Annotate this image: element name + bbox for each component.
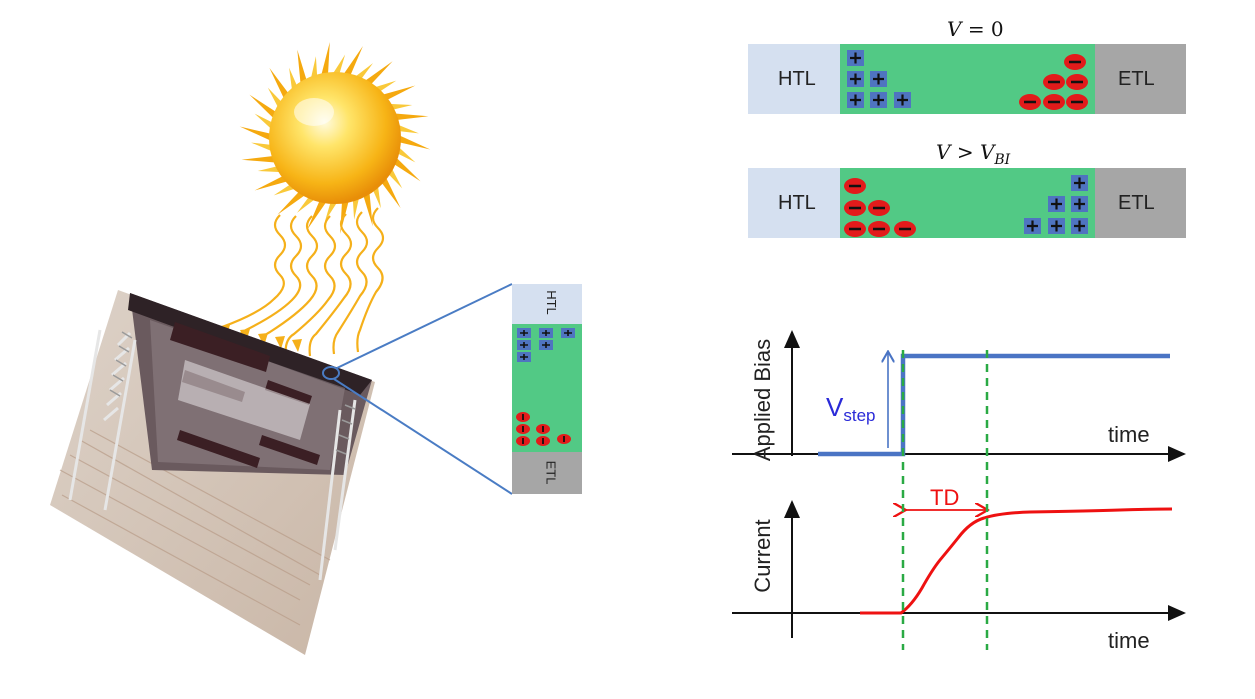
- equation-v-bias-rhs: V: [979, 140, 995, 164]
- vstep-sub: step: [843, 406, 875, 425]
- device-stack: HTL ETL: [512, 284, 582, 494]
- td-label: TD: [930, 485, 959, 510]
- band-diagram-forward-bias: HTL ETL: [748, 168, 1186, 238]
- equation-v-bias-op: >: [956, 140, 974, 164]
- ion-markers: [844, 175, 1088, 237]
- vstep-label: Vstep: [826, 392, 875, 425]
- htl-region: [748, 168, 840, 238]
- bias-x-label: time: [1108, 422, 1150, 447]
- equation-v-zero-lhs: V: [947, 17, 962, 41]
- htl-label: HTL: [778, 192, 816, 214]
- equation-v-gt-vbi: V > VBI: [936, 140, 1010, 168]
- equation-v-zero-op: = 0: [967, 17, 1004, 41]
- timing-plots: Applied Bias time Vstep Current time TD: [732, 330, 1186, 653]
- htl-label: HTL: [778, 68, 816, 90]
- device-photo: [50, 290, 375, 655]
- etl-region: [1095, 168, 1186, 238]
- vstep-main: V: [826, 392, 844, 422]
- equation-v-bias-sub: BI: [994, 152, 1011, 168]
- ion-markers: [847, 50, 1088, 110]
- current-y-label: Current: [750, 519, 775, 592]
- current-curve: [860, 507, 1173, 615]
- bias-step-line: [818, 353, 1170, 457]
- bias-y-label: Applied Bias: [750, 339, 775, 461]
- etl-layer: ETL: [512, 452, 582, 494]
- sun-icon: [239, 42, 431, 234]
- solar-cell-illustration: [50, 42, 513, 655]
- equation-v-bias-lhs: V: [936, 140, 951, 164]
- band-diagram-zero-bias: HTL ETL: [748, 44, 1186, 114]
- etl-region: [1095, 44, 1186, 114]
- device-ion-markers: [516, 328, 575, 446]
- current-x-label: time: [1108, 628, 1150, 653]
- equation-v-zero: V = 0: [947, 17, 1004, 41]
- htl-region: [748, 44, 840, 114]
- htl-layer: HTL: [512, 284, 582, 324]
- zoom-callout: [322, 283, 513, 495]
- etl-label: ETL: [1118, 192, 1155, 214]
- etl-label: ETL: [1118, 68, 1155, 90]
